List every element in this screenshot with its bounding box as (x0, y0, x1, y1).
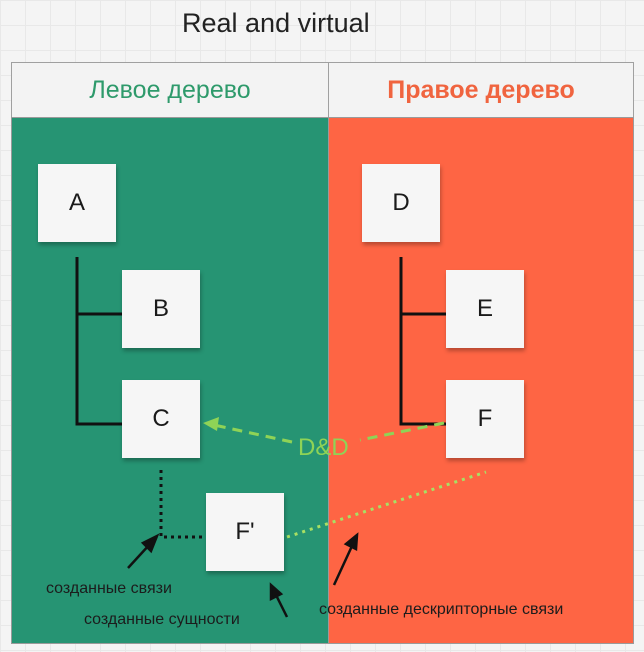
dd-arrow-line-left (213, 423, 293, 444)
connector-a-c (75, 257, 122, 426)
pointer-arrow-descriptor-links (332, 545, 354, 586)
connector-d-f (399, 257, 446, 426)
pointer-arrowhead-created-entities (269, 582, 284, 602)
dd-label: D&D (298, 434, 349, 461)
dd-arrow-line-right (359, 421, 445, 442)
pointer-arrows (127, 532, 359, 618)
board-title: Real and virtual (182, 8, 370, 38)
node-c[interactable]: C (122, 380, 200, 458)
descriptor-link-fprime-f (286, 470, 487, 539)
pointer-arrow-created-entities (274, 594, 289, 618)
right-tree-connectors (399, 257, 446, 426)
node-e[interactable]: E (446, 270, 524, 348)
dd-arrow-head (203, 417, 219, 431)
left-tree-connectors (75, 257, 122, 426)
node-f-prime[interactable]: F' (206, 493, 284, 571)
pointer-arrowhead-created-links (140, 533, 160, 554)
pointer-arrowhead-descriptor-links (343, 532, 359, 551)
node-a[interactable]: A (38, 164, 116, 242)
column-header-left-tree[interactable]: Левое дерево (11, 62, 329, 118)
node-b[interactable]: B (122, 270, 200, 348)
column-header-right-tree[interactable]: Правое дерево (328, 62, 634, 118)
node-d[interactable]: D (362, 164, 440, 242)
caption-created-entities: созданные сущности (84, 611, 240, 628)
caption-created-links: созданные связи (46, 580, 172, 597)
created-link-c-fprime (159, 470, 205, 539)
caption-created-descriptor-links: созданные дескрипторные связи (319, 601, 564, 618)
node-f[interactable]: F (446, 380, 524, 458)
